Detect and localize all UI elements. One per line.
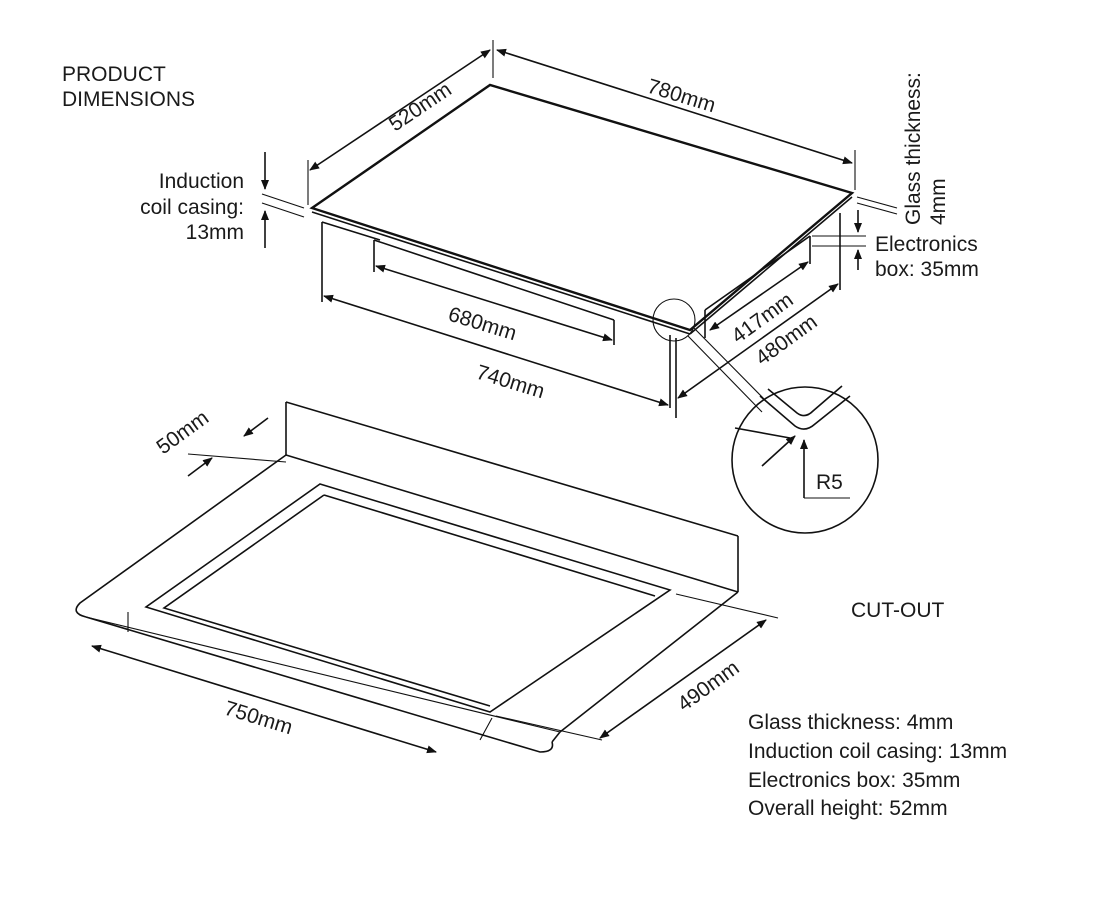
spec-glass-thickness: Glass thickness: 4mm xyxy=(748,711,953,734)
dim-label-width-top: 780mm xyxy=(645,75,719,117)
dim-line-680 xyxy=(375,264,613,342)
dim-line-750 xyxy=(91,644,437,754)
dim-line-490 xyxy=(599,619,767,739)
glass-thickness-label-line1: Glass thickness: xyxy=(902,72,925,225)
cutout-width-label: 750mm xyxy=(222,697,296,739)
dim-line-50-bottom xyxy=(187,457,213,477)
spec-overall-height: Overall height: 52mm xyxy=(748,797,948,820)
corner-radius-label: R5 xyxy=(816,471,843,494)
dim-line-480 xyxy=(677,283,839,399)
electronics-box-label-line1: Electronics xyxy=(875,233,978,256)
dim-label-depth-top: 520mm xyxy=(385,78,456,136)
dim-line-520 xyxy=(309,49,491,171)
dim-label-width-inner: 680mm xyxy=(446,303,520,345)
dim-label-width-mid: 740mm xyxy=(474,361,548,403)
cutout-depth-label: 490mm xyxy=(673,656,743,716)
product-dimensions-title-line2: DIMENSIONS xyxy=(62,88,195,111)
glass-thickness-label-line2: 4mm xyxy=(927,178,950,225)
spec-electronics-box: Electronics box: 35mm xyxy=(748,769,960,792)
dim-line-417 xyxy=(709,261,809,331)
dim-line-780 xyxy=(496,48,853,165)
dim-line-50-top xyxy=(243,417,269,437)
corner-radius-detail xyxy=(734,385,851,499)
coil-casing-label-line1: Induction xyxy=(159,170,244,193)
corner-detail-magnifier xyxy=(731,386,879,534)
counter-top xyxy=(75,401,739,753)
cutout-offset-label: 50mm xyxy=(152,406,213,459)
cutout-title: CUT-OUT xyxy=(851,599,944,622)
corner-detail-marker xyxy=(652,298,696,342)
coil-casing-label-line3: 13mm xyxy=(186,221,244,244)
spec-induction-coil-casing: Induction coil casing: 13mm xyxy=(748,740,1007,763)
electronics-box-label-line2: box: 35mm xyxy=(875,258,979,281)
coil-casing-label-line2: coil casing: xyxy=(140,196,244,219)
product-dimensions-title-line1: PRODUCT xyxy=(62,63,166,86)
